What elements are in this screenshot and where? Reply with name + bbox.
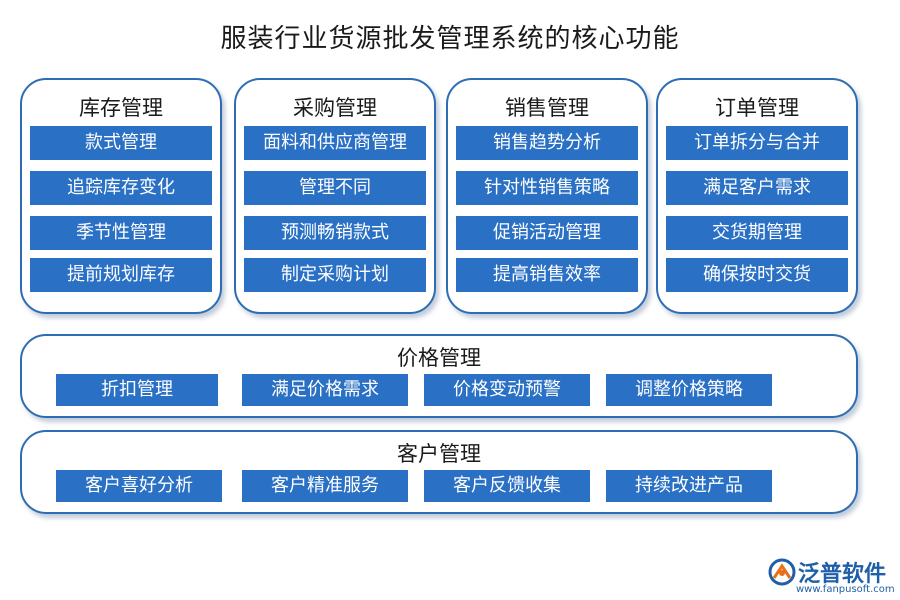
panel-inventory: 库存管理 款式管理 追踪库存变化 季节性管理 提前规划库存 xyxy=(20,78,222,314)
feature-item: 提高销售效率 xyxy=(456,258,638,292)
panel-heading: 客户管理 xyxy=(397,442,481,466)
feature-item: 预测畅销款式 xyxy=(244,216,426,250)
panel-orders: 订单管理 订单拆分与合并 满足客户需求 交货期管理 确保按时交货 xyxy=(656,78,858,314)
panel-heading: 价格管理 xyxy=(397,346,481,370)
panel-heading: 订单管理 xyxy=(715,96,799,120)
panel-heading: 销售管理 xyxy=(505,96,589,120)
panel-heading: 采购管理 xyxy=(293,96,377,120)
feature-item: 销售趋势分析 xyxy=(456,126,638,160)
feature-item: 追踪库存变化 xyxy=(30,171,212,205)
feature-item: 客户反馈收集 xyxy=(424,470,590,502)
page-title: 服装行业货源批发管理系统的核心功能 xyxy=(220,24,680,54)
brand-logo: 泛普软件 www.fanpusoft.com xyxy=(768,556,898,600)
feature-item: 制定采购计划 xyxy=(244,258,426,292)
feature-item: 面料和供应商管理 xyxy=(244,126,426,160)
feature-item: 季节性管理 xyxy=(30,216,212,250)
logo-name: 泛普软件 xyxy=(798,562,887,587)
feature-item: 管理不同 xyxy=(244,171,426,205)
panel-sales: 销售管理 销售趋势分析 针对性销售策略 促销活动管理 提高销售效率 xyxy=(446,78,648,314)
feature-item: 客户精准服务 xyxy=(242,470,408,502)
feature-item: 满足价格需求 xyxy=(242,374,408,406)
feature-item: 款式管理 xyxy=(30,126,212,160)
feature-item: 满足客户需求 xyxy=(666,171,848,205)
panel-pricing: 价格管理 折扣管理 满足价格需求 价格变动预警 调整价格策略 xyxy=(20,334,858,418)
feature-item: 针对性销售策略 xyxy=(456,171,638,205)
feature-item: 价格变动预警 xyxy=(424,374,590,406)
logo-url: www.fanpusoft.com xyxy=(796,584,895,595)
fanpu-logo-icon xyxy=(768,558,796,586)
panel-customer: 客户管理 客户喜好分析 客户精准服务 客户反馈收集 持续改进产品 xyxy=(20,430,858,514)
feature-item: 折扣管理 xyxy=(56,374,218,406)
panel-purchasing: 采购管理 面料和供应商管理 管理不同 预测畅销款式 制定采购计划 xyxy=(234,78,436,314)
feature-item: 订单拆分与合并 xyxy=(666,126,848,160)
feature-item: 交货期管理 xyxy=(666,216,848,250)
panel-heading: 库存管理 xyxy=(79,96,163,120)
feature-item: 调整价格策略 xyxy=(606,374,772,406)
feature-item: 持续改进产品 xyxy=(606,470,772,502)
feature-item: 确保按时交货 xyxy=(666,258,848,292)
feature-item: 客户喜好分析 xyxy=(56,470,222,502)
feature-item: 提前规划库存 xyxy=(30,258,212,292)
feature-item: 促销活动管理 xyxy=(456,216,638,250)
